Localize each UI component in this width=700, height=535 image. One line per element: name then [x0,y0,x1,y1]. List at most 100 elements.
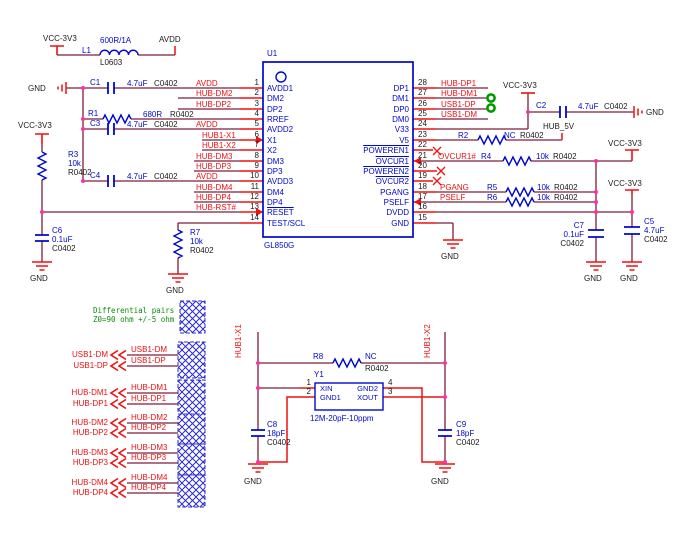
component-footprint: C0402 [456,438,480,447]
component-value: 4.7uF [644,226,665,235]
component-footprint: C0402 [604,102,628,111]
pin-number: 3 [254,99,259,108]
pin-number: 25 [418,109,427,118]
pin-number: 4 [254,109,259,118]
pin-number: 24 [418,119,427,128]
gnd-label: GND [244,477,262,486]
component-ref: C7 [573,221,584,230]
net-label: HUB-DM1 [131,383,168,392]
net-label: HUB1-X2 [202,141,236,150]
net-label: USB1-DM [131,345,168,354]
component-ref: R1 [88,109,99,118]
component-footprint: R0402 [553,152,577,161]
power-label: VCC-3V3 [43,34,77,43]
net-label: HUB-DM3 [131,443,168,452]
pin-number: 27 [418,88,427,97]
component-footprint: R0402 [554,183,578,192]
component-ref: R7 [190,228,201,237]
component-ref: R4 [481,152,492,161]
pin-number: 14 [250,213,259,222]
note-text: Differential pairs [93,306,175,315]
pin-name: DP4 [267,198,283,207]
port-chevron-icon [109,349,127,499]
component-value: 600R/1A [100,36,132,45]
net-label: PGANG [440,183,469,192]
ic-body [262,61,414,238]
pin-number: 20 [418,161,427,170]
component-footprint: C0402 [52,244,76,253]
net-label: HUB1-X1 [234,324,243,358]
net-label: HUB_5V [543,122,575,131]
component-value: 4.7uF [127,79,148,88]
pin-number: 2 [254,88,259,97]
pin-name: RESET [267,208,294,217]
component-ref: R3 [68,150,79,159]
net-label: HUB1-X2 [423,324,432,358]
pin-number: 16 [418,202,427,211]
no-erc-cross-icon [432,146,446,186]
capacitor-body [35,82,640,437]
pin-name: DM0 [392,115,409,124]
pin-number: 17 [418,192,427,201]
component-value: 10k [537,193,550,202]
gnd-label: GND [166,286,184,295]
component-value: 10k [537,183,550,192]
component-ref: C2 [536,101,547,110]
gnd-label: GND [30,274,48,283]
component-ref: L1 [82,46,91,55]
component-footprint: C0402 [644,235,668,244]
pin-name: POWEREN2 [363,167,409,176]
hatch-region [177,300,206,508]
pin-number: 4 [388,378,393,387]
pin-number: 19 [418,171,427,180]
net-label: HUB-DP1 [441,79,477,88]
pin-name: V33 [394,125,409,134]
pin-name: GND1 [320,393,341,402]
power-label: VCC-3V3 [608,179,642,188]
net-label: HUB-DM2 [196,89,233,98]
power-label: VCC-3V3 [608,139,642,148]
vcc-symbol [35,45,639,194]
gnd-label: GND [441,252,459,261]
pin-name: V5 [399,136,409,145]
pin-name: GND [391,219,409,228]
pin-number: 15 [418,213,427,222]
port-label: USB1-DM [71,350,108,359]
pin-name: TEST/SCL [267,219,306,228]
pin-number: 1 [306,378,311,387]
pin-number: 7 [254,140,259,149]
pin-number: 5 [254,119,259,128]
component-ref: R6 [487,193,498,202]
power-label: VCC-3V3 [18,121,52,130]
junction-dot [40,86,634,464]
pin1-marker-icon [275,71,287,83]
net-label: HUB-DM2 [131,413,168,422]
net-label: HUB-DM3 [196,152,233,161]
port-label: HUB-DP1 [72,399,108,408]
pin-number: 10 [250,171,259,180]
port-label: HUB-DP4 [72,488,108,497]
pin-number: 28 [418,78,427,87]
component-ref: C6 [52,226,63,235]
pin-name: PGANG [380,188,409,197]
pin-name: X1 [267,136,277,145]
component-ref: C8 [267,420,278,429]
ic-part-number: GL850G [264,241,295,250]
component-value: NC [504,131,516,140]
component-footprint: R0402 [554,193,578,202]
inductor-l1 [99,49,139,56]
component-value: 680R [143,110,163,119]
pin-name: OVCUR1 [375,157,409,166]
pin-arrow-icon [256,136,421,216]
port-label: HUB-DM1 [71,388,108,397]
component-footprint: R0402 [190,246,214,255]
pin-number: 11 [250,182,259,191]
net-label: AVDD [159,35,181,44]
net-label: HUB-DM1 [441,89,478,98]
component-footprint: R0402 [68,168,92,177]
net-label: HUB-RST# [196,203,237,212]
component-value: 10k [190,237,203,246]
pin-name: DM2 [267,94,284,103]
pin-name: DP3 [267,167,283,176]
pin-name: XOUT [357,393,378,402]
